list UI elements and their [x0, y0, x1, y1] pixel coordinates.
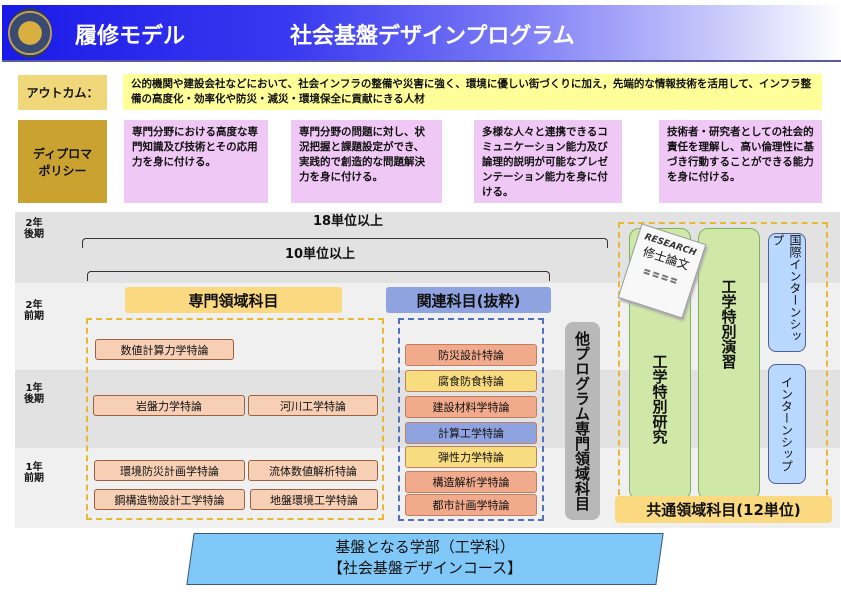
related-course: 腐食防食特論: [405, 370, 537, 392]
common-title: 共通領域科目(12単位): [615, 496, 832, 523]
related-course: 構造解析学特論: [405, 471, 537, 493]
intl-internship: 国際インターンシップ: [768, 233, 806, 352]
related-course: 防災設計特論: [405, 344, 537, 366]
university-logo: [8, 8, 52, 58]
header-title-left: 履修モデル: [75, 23, 186, 49]
seminar-column: 工学特別演習: [698, 228, 760, 500]
internship: インターンシップ: [768, 364, 806, 484]
outcome-label: アウトカム：: [18, 75, 107, 110]
year-label: 2年後期: [24, 218, 44, 240]
course-item: 岩盤力学特論: [93, 395, 245, 416]
other-program-box: 他プログラム専門領域科目: [565, 322, 600, 520]
related-title: 関連科目(抜粋): [386, 287, 551, 313]
course-item: 地盤環境工学特論: [250, 489, 378, 510]
year-label: 1年前期: [24, 462, 44, 484]
related-course: 計算工学特論: [405, 422, 537, 444]
course-item: 河川工学特論: [248, 395, 378, 416]
base-line1: 基盤となる学部（工学科）: [335, 538, 515, 556]
bracket-sub: [87, 271, 550, 281]
related-course: 都市計画学特論: [405, 494, 537, 516]
related-course: 弾性力学特論: [405, 446, 537, 468]
diploma-item: 技術者・研究者としての社会的責任を理解し、高い倫理性に基づき行動することができる…: [659, 120, 822, 203]
bracket-total: [82, 238, 608, 248]
diploma-item: 専門分野の問題に対し、状況把握と課題設定ができ、実践的で創造的な問題解決力を身に…: [291, 120, 442, 203]
specialized-box: [86, 318, 384, 520]
header-banner: 履修モデル 社会基盤デザインプログラム: [2, 5, 841, 62]
specialized-title: 専門領域科目: [125, 287, 342, 313]
base-line2: 【社会基盤デザインコース】: [327, 559, 523, 577]
course-item: 流体数値解析特論: [248, 460, 378, 481]
credits-total: 18単位以上: [312, 214, 384, 229]
related-box: [398, 318, 544, 521]
diploma-item: 多様な人々と連携できるコミュニケーション能力及び論理的説明が可能なプレゼンテーシ…: [474, 120, 622, 203]
course-item: 環境防災計画学特論: [94, 460, 245, 481]
base-faculty-text: 基盤となる学部（工学科） 【社会基盤デザインコース】: [190, 537, 660, 579]
course-item: 数値計算力学特論: [95, 339, 234, 360]
outcome-text: 公的機関や建設会社などにおいて、社会インフラの整備や災害に強く、環境に優しい街づ…: [123, 74, 822, 110]
diploma-label: ディプロマポリシー: [18, 120, 107, 203]
header-title-main: 社会基盤デザインプログラム: [290, 23, 575, 49]
year-label: 2年前期: [24, 300, 44, 322]
related-course: 建設材料学特論: [405, 396, 537, 418]
credits-sub: 10単位以上: [284, 247, 356, 262]
course-item: 鋼構造物設計工学特論: [94, 489, 245, 510]
year-label: 1年後期: [24, 383, 44, 405]
diploma-item: 専門分野における高度な専門知識及び技術とその応用力を身に付ける。: [124, 120, 268, 203]
